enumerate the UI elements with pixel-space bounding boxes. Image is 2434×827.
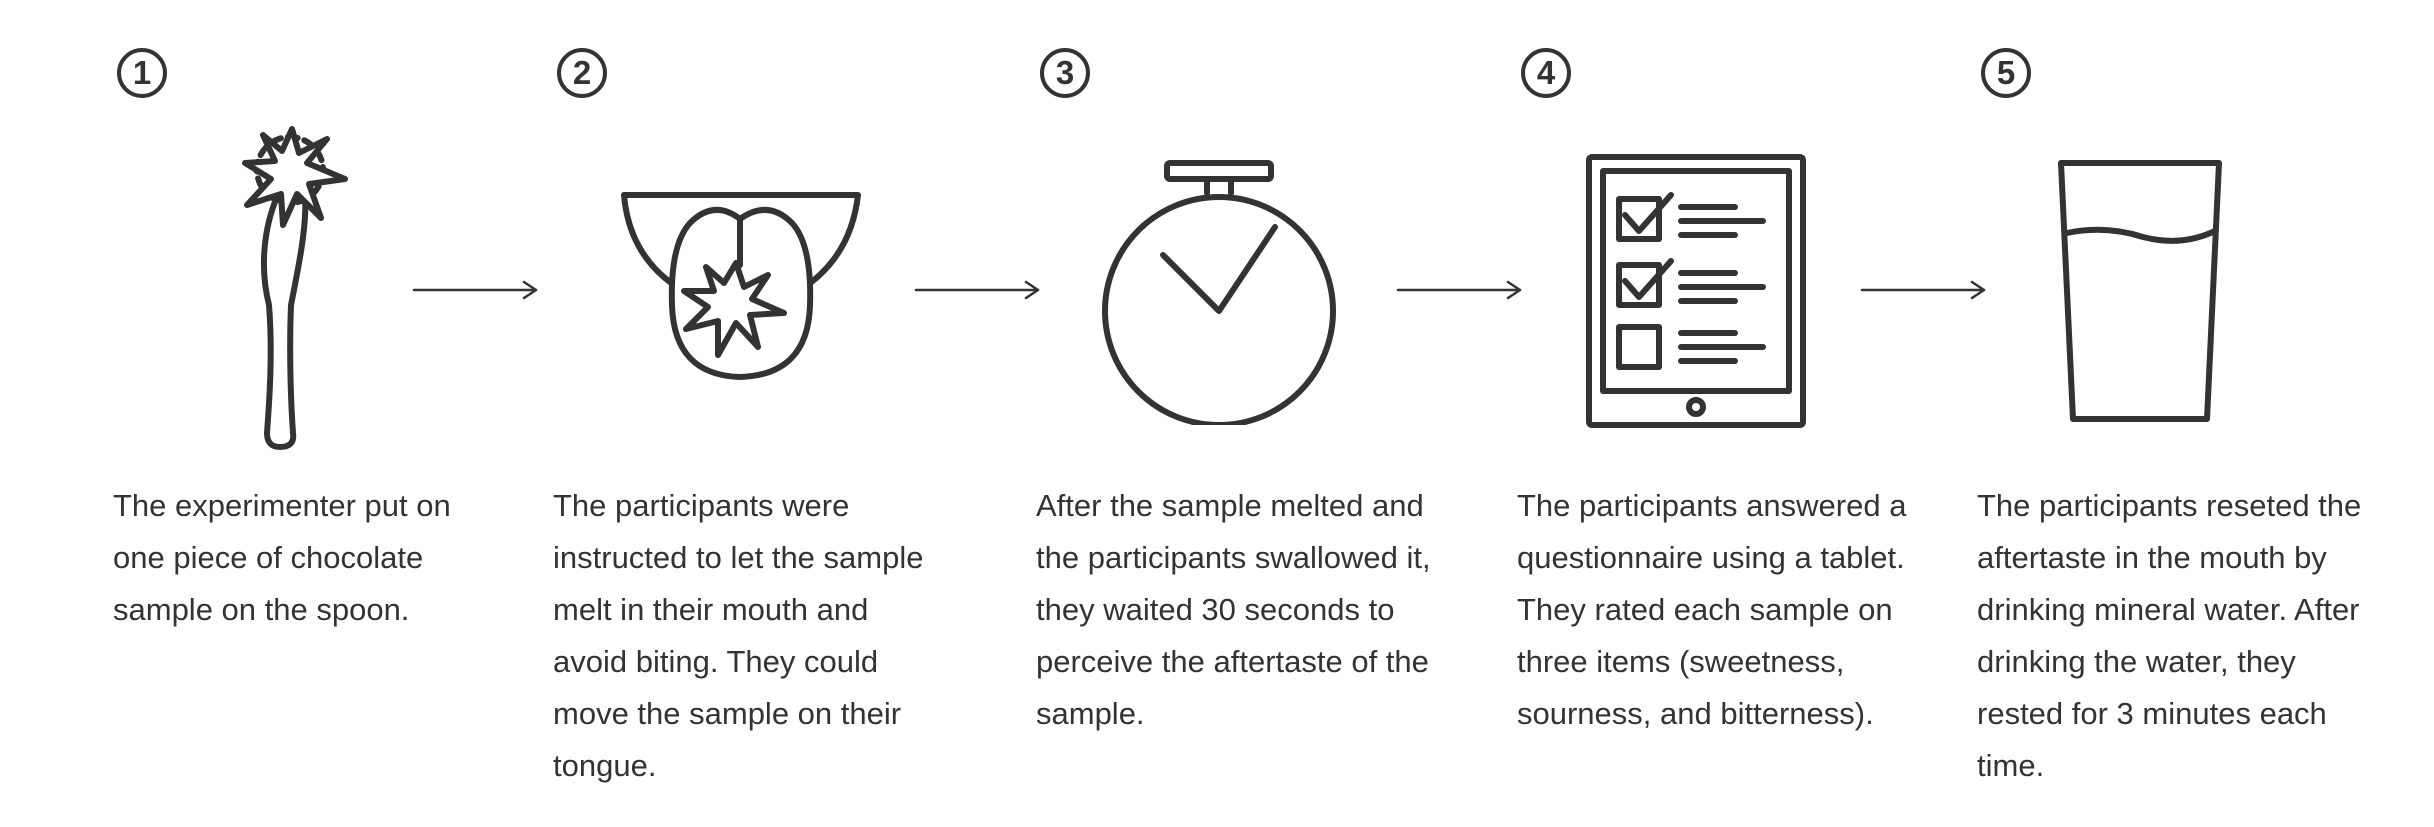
stopwatch-icon	[1102, 160, 1336, 425]
step-description: The experimenter put on one piece of cho…	[113, 488, 451, 627]
arrow-right-icon	[1396, 280, 1522, 300]
step-number-badge: 3	[1040, 48, 1090, 98]
step-4: 4	[1517, 0, 1917, 827]
arrow-right-icon	[412, 280, 538, 300]
arrow-right-icon	[1860, 280, 1986, 300]
step-description: The participants were instructed to let …	[553, 488, 924, 783]
step-number-badge: 5	[1981, 48, 2031, 98]
step-description: The participants answered a questionnair…	[1517, 488, 1907, 731]
step-3: 3 After the sample melted and the partic…	[1036, 0, 1436, 827]
step-number-badge: 2	[557, 48, 607, 98]
step-number-badge: 1	[117, 48, 167, 98]
step-description: After the sample melted and the particip…	[1036, 488, 1431, 731]
step-1: 1 The experimenter put on one piece of c…	[113, 0, 483, 827]
step-description: The participants reseted the aftertaste …	[1977, 488, 2362, 783]
tongue-with-sample-icon	[621, 192, 861, 380]
spoon-with-chocolate-icon	[242, 126, 348, 450]
glass-of-water-icon	[2058, 160, 2222, 422]
arrow-right-icon	[914, 280, 1040, 300]
tablet-questionnaire-icon	[1586, 154, 1806, 428]
step-5: 5 The participants reseted the aftertast…	[1977, 0, 2377, 827]
step-number-badge: 4	[1521, 48, 1571, 98]
step-2: 2 The participants were instructed to le…	[553, 0, 933, 827]
